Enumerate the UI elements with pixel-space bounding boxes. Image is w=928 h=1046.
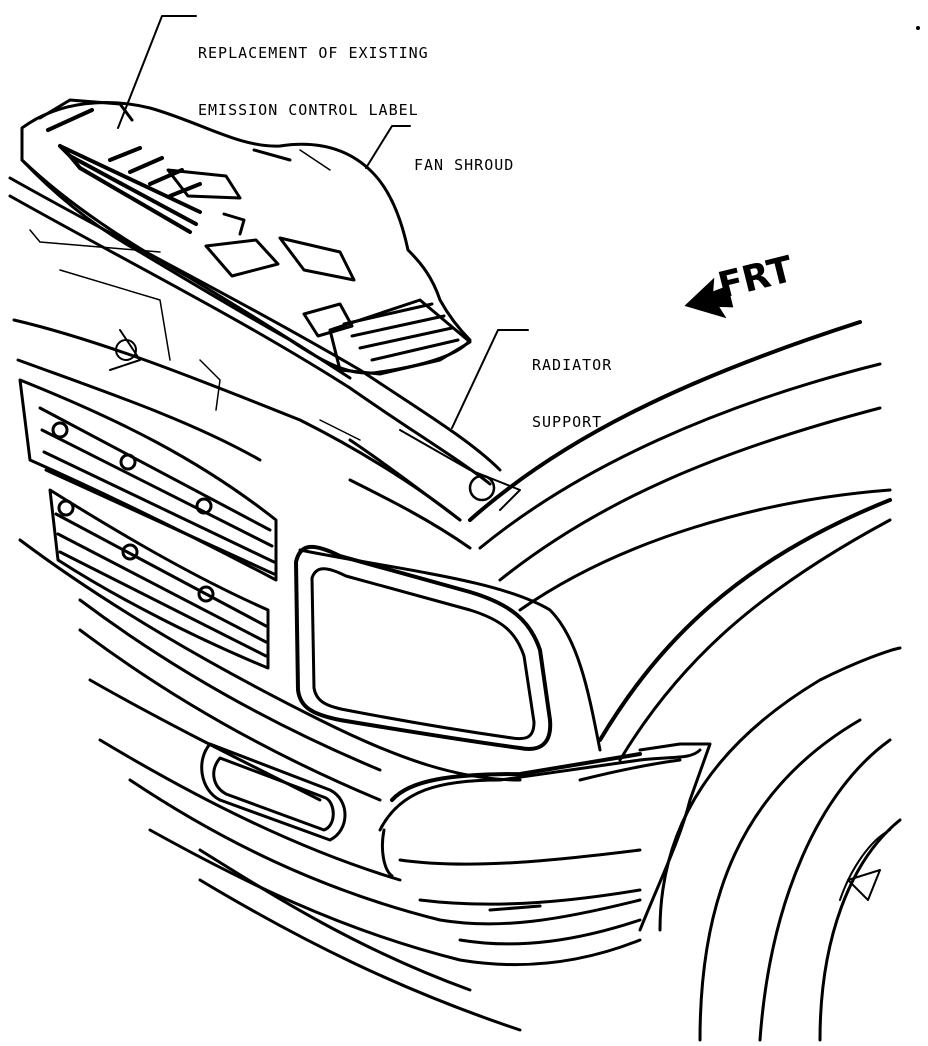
grille bbox=[18, 378, 278, 670]
emission-label-line2: EMISSION CONTROL LABEL bbox=[198, 101, 419, 119]
fender-lines bbox=[468, 320, 902, 1042]
fan-shroud bbox=[20, 98, 472, 380]
shroud-vent-grid bbox=[46, 108, 202, 234]
radiator-support-line1: RADIATOR bbox=[532, 356, 613, 374]
leader-lines bbox=[117, 15, 529, 429]
radiator-support bbox=[8, 176, 521, 550]
headlamp bbox=[294, 545, 602, 752]
bumper bbox=[18, 538, 712, 1032]
fan-shroud-callout: FAN SHROUD bbox=[414, 118, 514, 194]
emission-label-callout: REPLACEMENT OF EXISTING EMISSION CONTROL… bbox=[198, 6, 429, 139]
radiator-support-callout: RADIATOR SUPPORT bbox=[532, 318, 612, 451]
radiator-support-line2: SUPPORT bbox=[532, 413, 603, 431]
fan-shroud-label: FAN SHROUD bbox=[414, 156, 515, 174]
emission-label-line1: REPLACEMENT OF EXISTING bbox=[198, 44, 429, 62]
arrow-left-icon bbox=[684, 278, 734, 319]
stray-mark bbox=[916, 26, 920, 30]
